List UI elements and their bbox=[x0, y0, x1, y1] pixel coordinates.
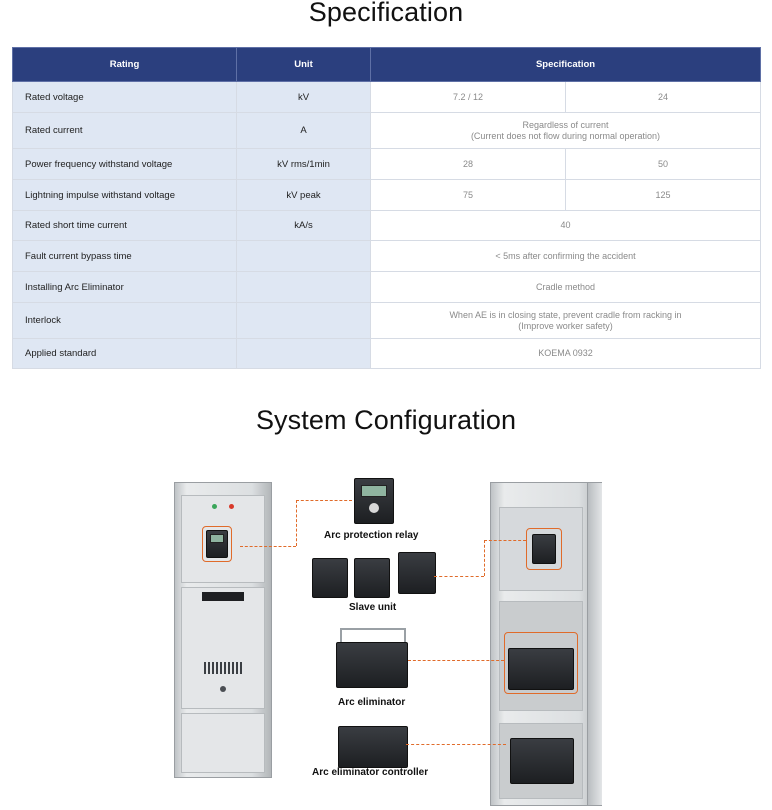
nameplate bbox=[202, 592, 244, 601]
row-value: 28 bbox=[370, 148, 566, 180]
table-row: Applied standard KOEMA 0932 bbox=[12, 338, 761, 369]
row-unit bbox=[236, 240, 371, 272]
upper-door-panel bbox=[181, 495, 265, 583]
row-unit bbox=[236, 271, 371, 303]
eliminator-highlight-frame bbox=[504, 632, 578, 694]
arc-eliminator-controller-label: Arc eliminator controller bbox=[312, 767, 429, 778]
row-value: 7.2 / 12 bbox=[370, 81, 566, 113]
row-rating: Interlock bbox=[12, 302, 237, 339]
table-row: Power frequency withstand voltage kV rms… bbox=[12, 148, 761, 180]
system-configuration-title: System Configuration bbox=[255, 405, 517, 435]
row-unit bbox=[236, 302, 371, 339]
row-unit bbox=[236, 338, 371, 369]
relay-screen bbox=[210, 534, 224, 543]
table-row: Lightning impulse withstand voltage kV p… bbox=[12, 179, 761, 211]
header-rating: Rating bbox=[12, 47, 237, 82]
row-rating: Applied standard bbox=[12, 338, 237, 369]
row-value: 75 bbox=[370, 179, 566, 211]
eliminator-top-frame bbox=[340, 628, 406, 644]
table-row: Rated voltage kV 7.2 / 12 24 bbox=[12, 81, 761, 113]
specification-table: Rating Unit Specification Rated voltage … bbox=[12, 47, 761, 369]
relay-highlight-frame bbox=[526, 528, 562, 570]
red-indicator-icon bbox=[229, 504, 234, 509]
row-value-line: When AE is in closing state, prevent cra… bbox=[449, 309, 682, 320]
row-unit: kV peak bbox=[236, 179, 371, 211]
slave-unit-label: Slave unit bbox=[349, 602, 397, 613]
callout-line-controller bbox=[406, 744, 506, 745]
middle-compartment bbox=[499, 601, 583, 711]
installed-eliminator-device bbox=[508, 648, 574, 690]
row-unit: A bbox=[236, 112, 371, 149]
switchgear-open-cabinet bbox=[490, 482, 602, 806]
row-value: 125 bbox=[565, 179, 761, 211]
row-rating: Lightning impulse withstand voltage bbox=[12, 179, 237, 211]
row-rating: Installing Arc Eliminator bbox=[12, 271, 237, 303]
callout-line-relay-left bbox=[240, 546, 296, 547]
row-rating: Fault current bypass time bbox=[12, 240, 237, 272]
row-value: < 5ms after confirming the accident bbox=[370, 240, 761, 272]
row-value: 24 bbox=[565, 81, 761, 113]
vent-grille bbox=[204, 662, 242, 674]
table-row: Rated current A Regardless of current (C… bbox=[12, 112, 761, 149]
row-rating: Rated voltage bbox=[12, 81, 237, 113]
arc-eliminator-image bbox=[334, 628, 408, 688]
callout-line-relay-vertical bbox=[296, 500, 297, 546]
row-value: 40 bbox=[370, 210, 761, 241]
arc-eliminator-label: Arc eliminator bbox=[338, 697, 406, 708]
table-row: Interlock When AE is in closing state, p… bbox=[12, 302, 761, 339]
relay-screen bbox=[361, 485, 387, 497]
table-header-row: Rating Unit Specification bbox=[12, 47, 761, 82]
row-unit: kV bbox=[236, 81, 371, 113]
row-value: Cradle method bbox=[370, 271, 761, 303]
row-value: KOEMA 0932 bbox=[370, 338, 761, 369]
header-specification: Specification bbox=[370, 47, 761, 82]
row-rating: Rated current bbox=[12, 112, 237, 149]
green-indicator-icon bbox=[212, 504, 217, 509]
arc-eliminator-controller-image bbox=[338, 726, 408, 768]
callout-line-eliminator bbox=[408, 660, 504, 661]
row-value-line: (Improve worker safety) bbox=[518, 320, 613, 331]
lower-compartment bbox=[499, 723, 583, 799]
slave-unit-image-3 bbox=[398, 552, 436, 594]
row-value-line: Regardless of current bbox=[522, 119, 609, 130]
row-rating: Power frequency withstand voltage bbox=[12, 148, 237, 180]
system-configuration-figure: Arc protection relay Slave unit Arc elim… bbox=[166, 478, 606, 808]
table-row: Fault current bypass time < 5ms after co… bbox=[12, 240, 761, 272]
middle-door-panel bbox=[181, 587, 265, 709]
specification-title: Specification bbox=[308, 0, 464, 27]
upper-compartment bbox=[499, 507, 583, 591]
installed-relay-device bbox=[532, 534, 556, 564]
row-value: Regardless of current (Current does not … bbox=[370, 112, 761, 149]
callout-line-slave-top bbox=[484, 540, 526, 541]
slave-unit-image-1 bbox=[312, 558, 348, 598]
callout-line-slave-vertical bbox=[484, 540, 485, 576]
lower-door-panel bbox=[181, 713, 265, 773]
table-row: Installing Arc Eliminator Cradle method bbox=[12, 271, 761, 303]
header-unit: Unit bbox=[236, 47, 371, 82]
door-handle-icon bbox=[220, 686, 226, 692]
callout-line-slave-right bbox=[434, 576, 484, 577]
row-value-line: (Current does not flow during normal ope… bbox=[470, 130, 661, 141]
relay-highlight-frame bbox=[202, 526, 232, 562]
callout-line-relay-top bbox=[296, 500, 352, 501]
open-door bbox=[587, 483, 602, 805]
row-rating: Rated short time current bbox=[12, 210, 237, 241]
row-unit: kA/s bbox=[236, 210, 371, 241]
front-relay-device bbox=[206, 530, 228, 558]
switchgear-front-cabinet bbox=[174, 482, 272, 778]
arc-protection-relay-label: Arc protection relay bbox=[324, 530, 419, 541]
slave-unit-image-2 bbox=[354, 558, 390, 598]
eliminator-body bbox=[336, 642, 408, 688]
installed-controller-device bbox=[510, 738, 574, 784]
relay-dial-icon bbox=[369, 503, 379, 513]
row-value: 50 bbox=[565, 148, 761, 180]
table-row: Rated short time current kA/s 40 bbox=[12, 210, 761, 241]
row-value: When AE is in closing state, prevent cra… bbox=[370, 302, 761, 339]
row-unit: kV rms/1min bbox=[236, 148, 371, 180]
arc-protection-relay-image bbox=[354, 478, 394, 524]
